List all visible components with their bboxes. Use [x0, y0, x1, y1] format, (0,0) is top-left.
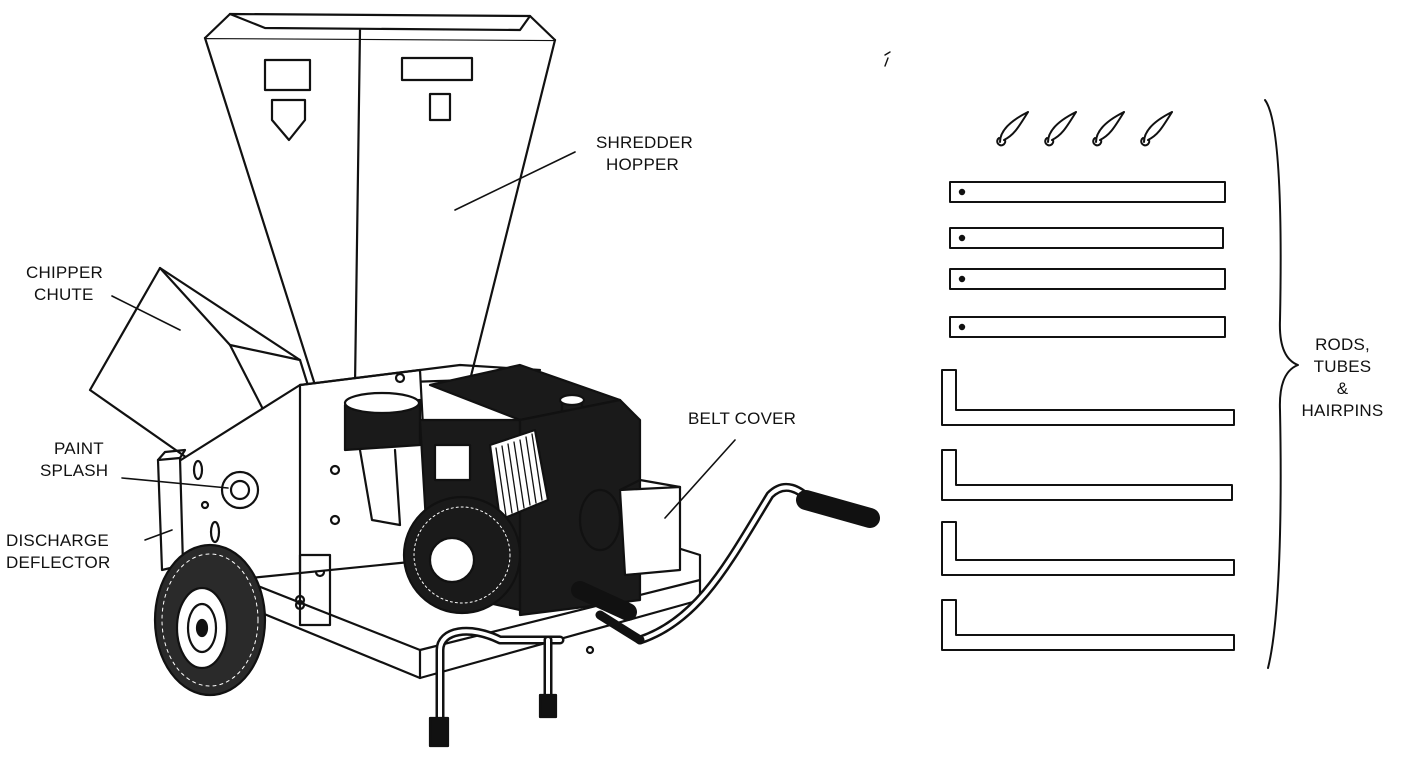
label-paint-splash: PAINT SPLASH	[40, 438, 108, 482]
label-belt-cover-text: BELT COVER	[688, 409, 797, 428]
label-rods-tubes-hairpins: RODS, TUBES & HAIRPINS	[1290, 334, 1395, 422]
shredder-hopper	[203, 12, 557, 387]
hairpin-clips	[996, 111, 1173, 147]
label-shredder-hopper: SHREDDER HOPPER	[596, 132, 693, 176]
l-rods	[941, 369, 1235, 651]
engine	[343, 363, 642, 617]
group-brace	[1264, 99, 1299, 669]
label-discharge-deflector-line-2: DEFLECTOR	[6, 553, 111, 572]
wheel	[153, 543, 267, 697]
label-chipper-chute-line-2: CHUTE	[34, 285, 94, 304]
label-chipper-chute-line-1: CHIPPER	[26, 263, 103, 282]
label-rods-line-4: HAIRPINS	[1301, 401, 1384, 420]
label-rods-line-1: RODS,	[1315, 335, 1370, 354]
handle	[428, 482, 880, 748]
label-shredder-hopper-line-2: HOPPER	[606, 155, 679, 174]
label-paint-splash-line-2: SPLASH	[40, 461, 109, 480]
discharge-deflector	[156, 448, 187, 572]
label-rods-line-2: TUBES	[1313, 357, 1372, 376]
leader-lines	[111, 151, 736, 541]
belt-cover	[618, 478, 682, 577]
label-paint-splash-line-1: PAINT	[54, 439, 104, 458]
label-discharge-deflector: DISCHARGE DEFLECTOR	[6, 530, 110, 574]
label-belt-cover: BELT COVER	[688, 408, 796, 430]
label-chipper-chute: CHIPPER CHUTE	[26, 262, 103, 306]
label-shredder-hopper-line-1: SHREDDER	[596, 133, 694, 152]
label-discharge-deflector-line-1: DISCHARGE	[6, 531, 109, 550]
label-rods-line-3: &	[1336, 379, 1349, 398]
straight-tubes	[949, 181, 1226, 338]
